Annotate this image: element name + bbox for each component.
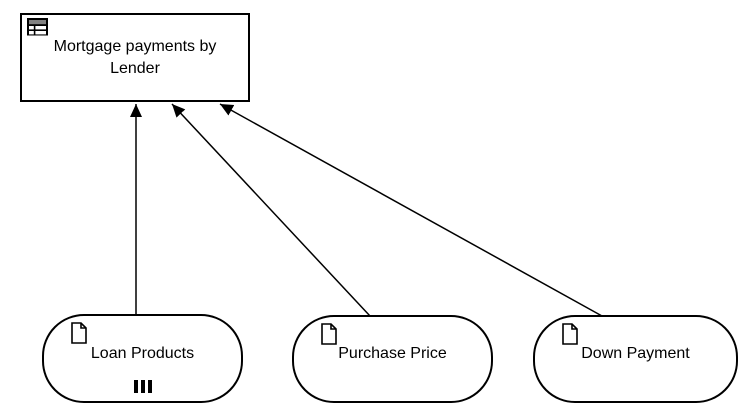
document-icon: [71, 322, 87, 344]
marker-bar: [133, 380, 138, 393]
input-node-label: Loan Products: [90, 344, 195, 362]
input-node-label: Down Payment: [581, 345, 690, 362]
document-icon: [562, 323, 578, 345]
multi-instance-marker-icon: [133, 380, 152, 393]
marker-bar: [147, 380, 152, 393]
decision-node-mortgage-payments[interactable]: Mortgage payments by Lender: [20, 13, 250, 102]
input-data-node-loan-products[interactable]: Loan Products: [42, 314, 243, 403]
edge-down-payment-to-decision[interactable]: [219, 103, 603, 317]
document-icon: [321, 323, 337, 345]
decision-node-label: Mortgage payments by Lender: [53, 37, 217, 77]
edge-purchase-price-to-decision[interactable]: [171, 103, 371, 317]
input-data-node-purchase-price[interactable]: Purchase Price: [292, 315, 493, 403]
decision-table-icon: [27, 18, 48, 36]
marker-bar: [140, 380, 145, 393]
input-node-label: Purchase Price: [338, 345, 447, 362]
input-data-node-down-payment[interactable]: Down Payment: [533, 315, 738, 403]
